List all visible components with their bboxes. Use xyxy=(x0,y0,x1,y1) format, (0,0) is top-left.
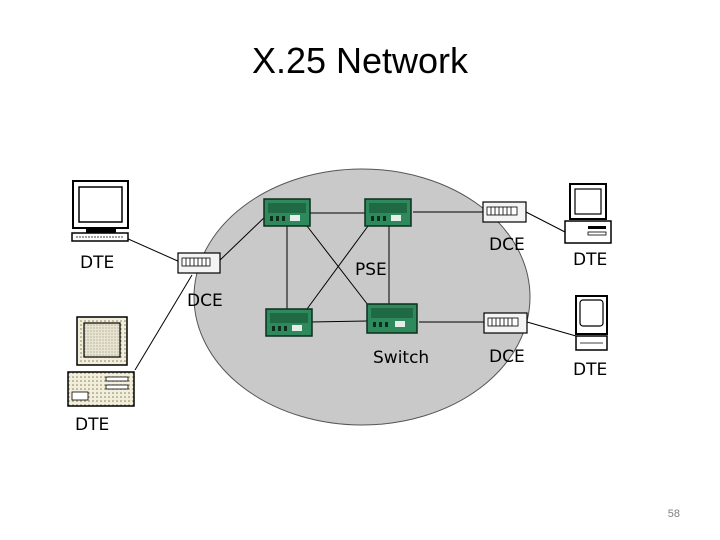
dce-modem-left xyxy=(177,252,221,274)
dte-monitor-top-left xyxy=(71,180,129,242)
switch-label: Switch xyxy=(373,348,429,368)
dce-label-left: DCE xyxy=(187,291,223,311)
dce-modem-top-right xyxy=(482,201,527,223)
dte-label-top-left: DTE xyxy=(80,253,114,273)
dce-label-bottom-right: DCE xyxy=(489,347,525,367)
slide-title: X.25 Network xyxy=(251,40,469,81)
dte-computer-bottom-left xyxy=(67,316,135,407)
dte-workstation-top-right xyxy=(564,183,612,244)
pse-switch-top-left xyxy=(263,198,311,227)
dte-label-top-right: DTE xyxy=(573,250,607,270)
connection-lines xyxy=(125,211,577,371)
dte-computer-bottom-right xyxy=(575,295,608,351)
page-number: 58 xyxy=(667,508,680,520)
pse-switch-bottom-right xyxy=(366,303,418,334)
pse-switch-top-right xyxy=(364,198,412,227)
pse-label: PSE xyxy=(355,260,387,280)
pse-switch-bottom-left xyxy=(265,308,313,337)
dte-label-bottom-right: DTE xyxy=(573,360,607,380)
dce-label-top-right: DCE xyxy=(489,235,525,255)
dte-label-bottom-left: DTE xyxy=(75,415,109,435)
dce-modem-bottom-right xyxy=(483,312,528,334)
